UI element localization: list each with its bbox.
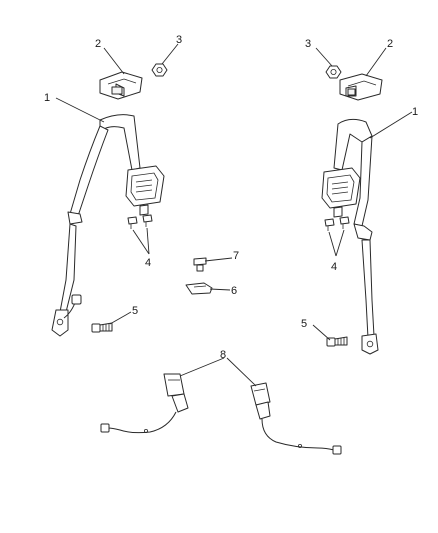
screw-icon (193, 257, 207, 272)
left-nut-icon (151, 63, 168, 77)
callout-left-bracket: 2 (95, 38, 101, 50)
left-d-ring-bracket-icon (99, 71, 143, 100)
callout-clip: 6 (231, 285, 237, 297)
right-seat-belt-buckle-icon (250, 382, 342, 455)
callout-left-anchor-bolt: 5 (132, 305, 138, 317)
right-anchor-bolt-icon (326, 336, 348, 347)
callout-buckles: 8 (220, 349, 226, 361)
right-nut-icon (325, 65, 342, 79)
right-retractor-seat-belt-icon (321, 118, 379, 355)
left-anchor-bolt-icon (91, 322, 113, 333)
callout-left-bolts: 4 (145, 257, 151, 269)
left-seat-belt-buckle-icon (100, 373, 189, 434)
clip-icon (185, 282, 213, 295)
leader-lines (55, 43, 413, 387)
callout-left-nut: 3 (176, 34, 182, 46)
left-retractor-housing (125, 165, 165, 216)
right-retractor-housing (321, 167, 361, 218)
callout-right-nut: 3 (305, 38, 311, 50)
left-retractor-seat-belt-icon (51, 114, 165, 337)
right-d-ring-bracket-icon (339, 73, 383, 101)
callout-right-anchor-bolt: 5 (301, 318, 307, 330)
callout-right-bracket: 2 (387, 38, 393, 50)
right-retractor-bolt-icon (324, 216, 350, 231)
callout-left-belt: 1 (44, 92, 50, 104)
callout-right-belt: 1 (412, 106, 418, 118)
callout-right-bolts: 4 (331, 261, 337, 273)
callout-screw: 7 (233, 250, 239, 262)
left-retractor-bolt-icon (127, 214, 153, 229)
